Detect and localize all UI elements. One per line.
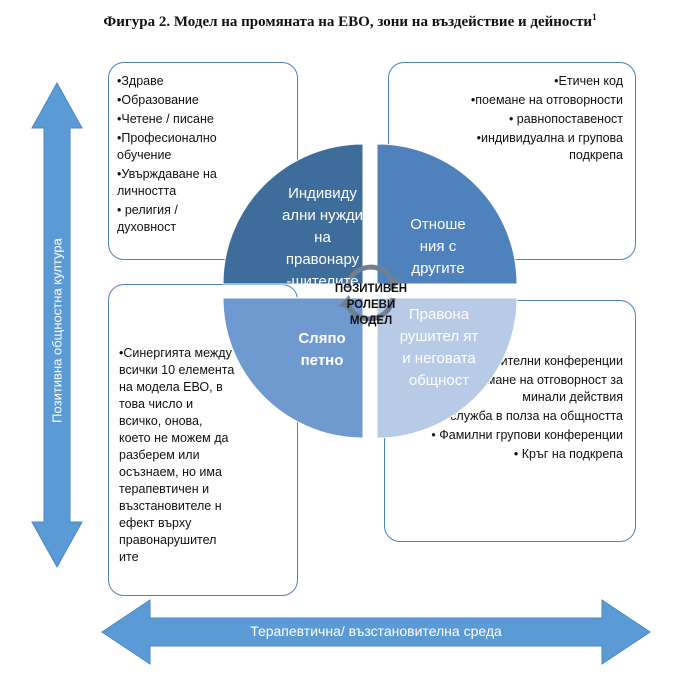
horizontal-arrow-label: Терапевтична/ възстановителна среда xyxy=(250,623,502,639)
list-item: •Етичен код xyxy=(554,74,623,88)
quadrant-label-blind-spot: Сляпо петно xyxy=(298,330,346,369)
list-item: • поемане на отговорност за минали дейст… xyxy=(458,373,623,404)
blind-spot-description: •Синергията между всички 10 елемента на … xyxy=(119,346,235,564)
horizontal-double-arrow xyxy=(101,599,651,665)
footnote-marker: 1 xyxy=(592,12,597,22)
list-item: •Образование xyxy=(117,93,199,107)
box-top-left: •Здраве •Образование •Четене / писане •П… xyxy=(108,62,298,260)
list-item: •Професионално обучение xyxy=(117,131,217,162)
list-item: •Здраве xyxy=(117,74,164,88)
center-label: ПОЗИТИВЕН РОЛЕВИ МОДЕЛ xyxy=(326,281,416,329)
center-label-line: ПОЗИТИВЕН xyxy=(334,283,408,295)
list-item: • равнопоставеност xyxy=(508,112,623,126)
vertical-double-arrow xyxy=(31,81,83,569)
cycle-arrowhead-icon xyxy=(339,295,353,310)
quadrant-label-individual-needs: Индивиду ални нужди на правонару -шители… xyxy=(281,185,364,290)
quadrant-label-relationships: Отноше ния с другите xyxy=(410,216,466,277)
quadrant-top-right xyxy=(376,143,518,285)
cycle-arrows-icon xyxy=(344,264,396,322)
list-item: •Четене / писане xyxy=(117,112,214,126)
list-item: • Фамилни групови конференции xyxy=(431,428,623,442)
list-item: • религия / духовност xyxy=(117,203,178,234)
box-bottom-left: •Синергията между всички 10 елемента на … xyxy=(108,284,298,596)
cycle-arrowhead-icon xyxy=(387,276,401,291)
list-relationships: •Етичен код •поемане на отговорности • р… xyxy=(453,73,623,166)
center-label-line: МОДЕЛ xyxy=(349,315,393,327)
list-item: •индивидуална и групова подкрепа xyxy=(476,131,623,162)
quadrant-bottom-right xyxy=(376,297,518,439)
list-individual-needs: •Здраве •Образование •Четене / писане •П… xyxy=(117,73,292,238)
quadrant-label-offender-community: Правона рушител ят и неговата общност xyxy=(399,306,479,389)
center-label-line: РОЛЕВИ xyxy=(346,299,396,311)
list-item: • служба в полза на общността xyxy=(442,409,623,423)
list-item: •поемане на отговорности xyxy=(470,93,623,107)
vertical-arrow-label: Позитивна общностна култура xyxy=(49,238,65,423)
figure-title-text: Фигура 2. Модел на промяната на ЕВО, зон… xyxy=(103,14,593,30)
list-item: • Кръг на подкрепа xyxy=(513,447,623,461)
quadrant-bottom-left xyxy=(222,297,364,439)
quadrant-top-left xyxy=(222,143,364,285)
list-item: •Увърждаване на личността xyxy=(117,167,217,198)
figure-title: Фигура 2. Модел на промяната на ЕВО, зон… xyxy=(0,12,700,31)
